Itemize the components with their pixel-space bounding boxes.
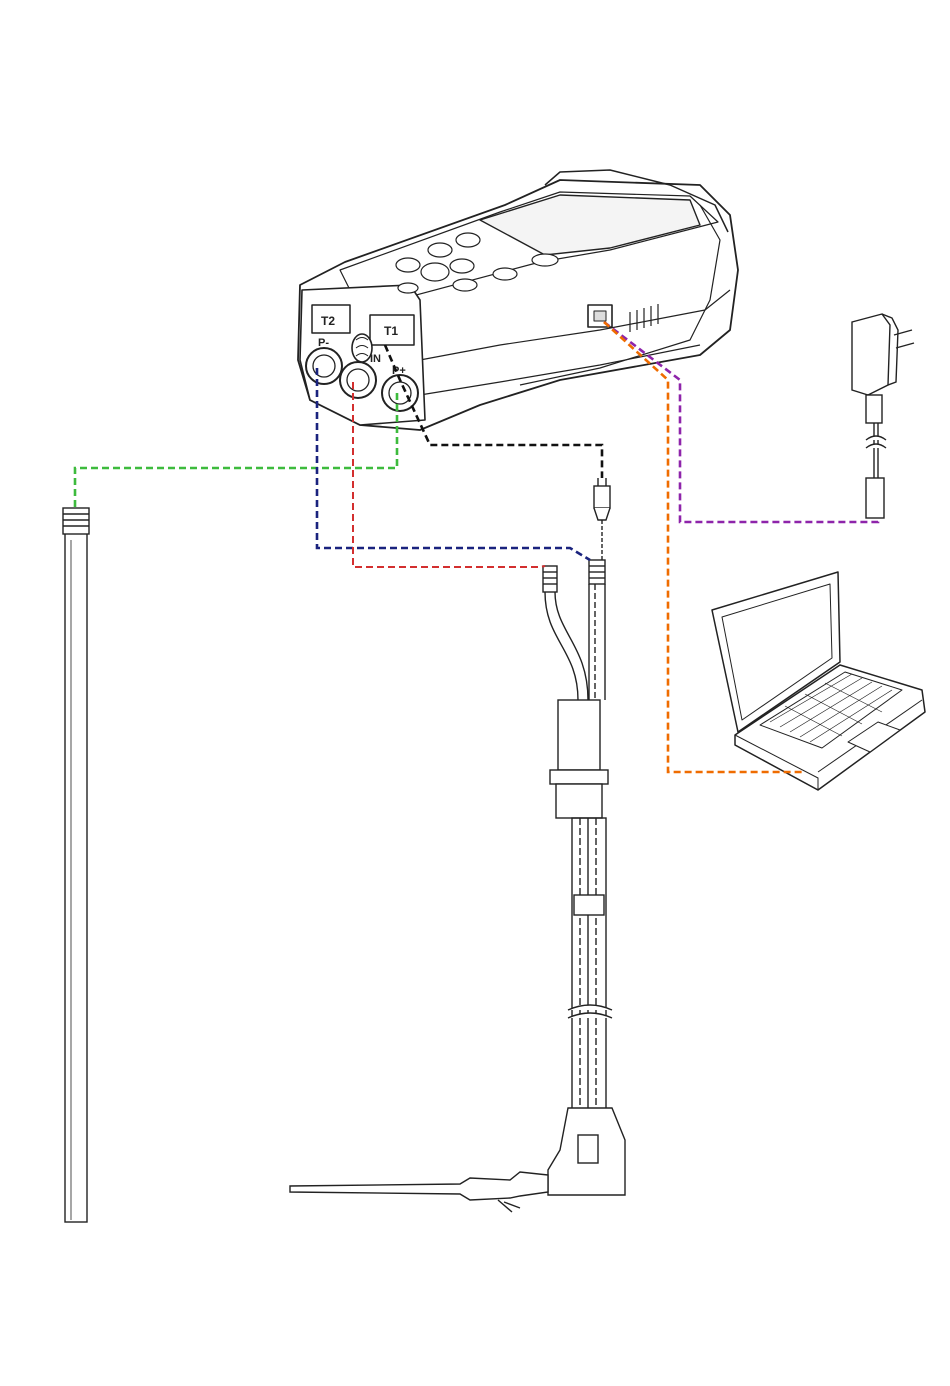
pressure-tube-icon [63,508,89,1222]
port-label-t2: T2 [321,314,335,328]
connection-usb-power-adapter [604,322,878,522]
power-adapter-icon [852,314,914,518]
port-label-t1: T1 [384,324,398,338]
port-label-in: IN [370,353,381,365]
analyzer-device-icon [298,170,738,430]
laptop-icon [712,572,925,790]
flue-gas-probe-icon [290,478,625,1212]
port-label-p-minus: P- [318,337,329,349]
